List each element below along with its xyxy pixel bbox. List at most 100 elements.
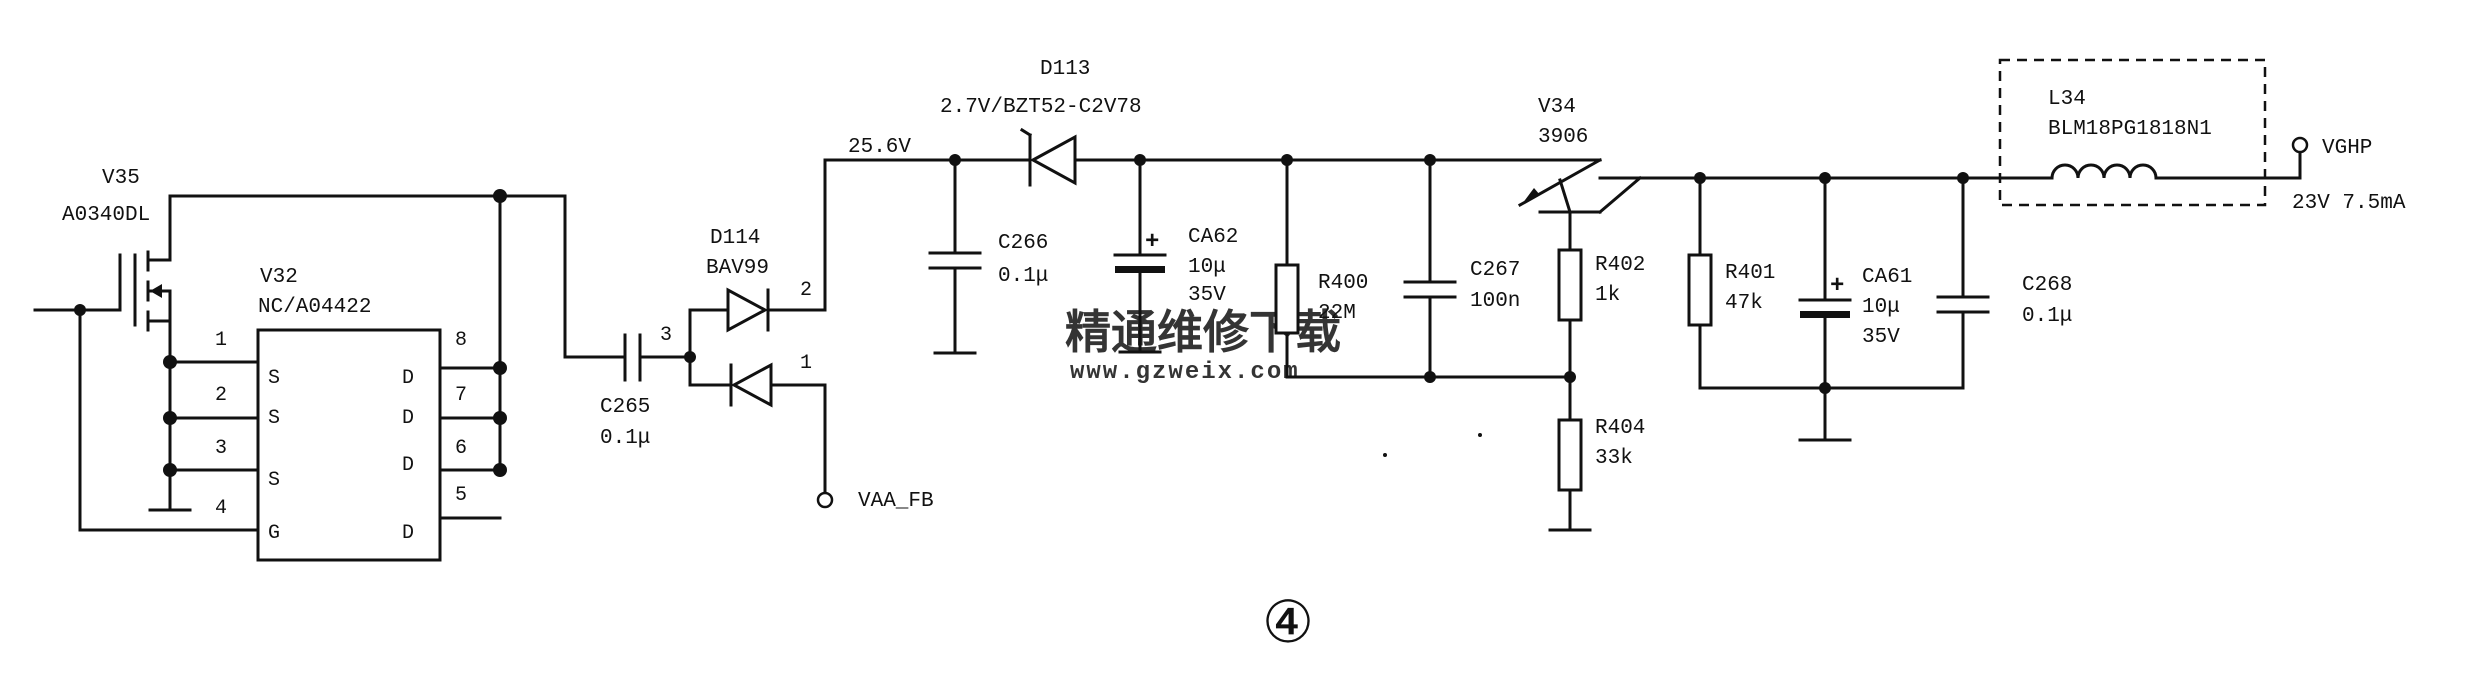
diode-d114: D114 BAV99 2 1 [688, 158, 957, 495]
capacitor-c268: C268 0.1μ [1936, 176, 2072, 390]
zener-triangle [1029, 134, 1077, 186]
base-plate [1558, 178, 1572, 214]
zener-bend [1019, 127, 1033, 138]
d113-part: 2.7V/BZT52-C2V78 [940, 96, 1142, 119]
pin5-num: 5 [455, 484, 467, 507]
v32-part: NC/A04422 [258, 296, 371, 319]
pin3-num: 3 [215, 437, 227, 460]
cap-plate-neg [1800, 311, 1850, 318]
ca61-value: 10μ [1862, 296, 1900, 319]
pin5-name: D [402, 522, 414, 545]
pin1-name: S [268, 367, 280, 390]
zener-d113: D113 2.7V/BZT52-C2V78 [940, 58, 1142, 187]
r404-ref: R404 [1595, 417, 1645, 440]
junction [1564, 371, 1576, 383]
v34-part: 3906 [1538, 126, 1588, 149]
pin3-name: S [268, 469, 280, 492]
diode-triangle [730, 362, 773, 408]
v32-ref: V32 [260, 266, 298, 289]
resistor-r404: R404 33k [1548, 417, 1645, 532]
junction [1819, 382, 1831, 394]
c267-ref: C267 [1470, 259, 1520, 282]
capacitor-c265: C265 0.1μ [600, 333, 692, 450]
node-3-label: 3 [660, 324, 672, 347]
resistor-body [1557, 418, 1583, 492]
r401-ref: R401 [1725, 262, 1775, 285]
pin4-name: G [268, 522, 280, 545]
figure-number: ④ [1262, 588, 1314, 656]
r402-ref: R402 [1595, 254, 1645, 277]
resistor-r400: R400 22M [1274, 158, 1572, 379]
pin4-num: 4 [215, 497, 227, 520]
ca62-value: 10μ [1188, 256, 1226, 279]
pin8-name: D [402, 367, 414, 390]
resistor-r401: R401 47k [1687, 176, 1965, 390]
c268-value: 0.1μ [2022, 305, 2072, 328]
junction [163, 355, 177, 369]
vaa-fb-label: VAA_FB [858, 490, 934, 513]
capacitor-ca61: + CA61 10μ 35V [1798, 176, 1912, 442]
r402-value: 1k [1595, 284, 1620, 307]
ic-body [256, 328, 442, 562]
l34-part: BLM18PG1818N1 [2048, 118, 2212, 141]
resistor-body [1687, 253, 1713, 327]
r400-ref: R400 [1318, 272, 1368, 295]
plus-sign: + [1830, 273, 1844, 300]
ca61-voltage: 35V [1862, 326, 1900, 349]
terminal-vaa-fb [816, 491, 834, 509]
vghp-spec: 23V 7.5mA [2292, 192, 2406, 215]
c266-ref: C266 [998, 232, 1048, 255]
emitter-arrow [1522, 188, 1540, 204]
pin2-num: 2 [215, 384, 227, 407]
watermark: 精通维修下载 www.gzweix.com [1065, 308, 1341, 386]
c265-value: 0.1μ [600, 427, 650, 450]
inductor-coil [2050, 163, 2158, 179]
pin8-num: 8 [455, 329, 467, 352]
resistor-r402: R402 1k [1557, 210, 1645, 422]
l34-ref: L34 [2048, 88, 2086, 111]
d114-pin2: 2 [800, 279, 812, 302]
capacitor-ca62: + CA62 10μ 35V [1113, 158, 1238, 354]
inductor-l34: L34 BLM18PG1818N1 [1998, 58, 2302, 207]
r401-value: 47k [1725, 292, 1763, 315]
transistor-v34: V34 3906 [1517, 96, 1692, 242]
d114-part: BAV99 [706, 257, 769, 280]
pin6-num: 6 [455, 437, 467, 460]
v35-part: A0340DL [62, 204, 150, 227]
v35-ref: V35 [102, 167, 140, 190]
pin7-name: D [402, 407, 414, 430]
body-arrow [150, 284, 162, 298]
capacitor-c267: C267 100n [1403, 158, 1520, 379]
junction [163, 463, 177, 477]
pin1-num: 1 [215, 329, 227, 352]
watermark-cn: 精通维修下载 [1065, 308, 1341, 362]
c267-value: 100n [1470, 290, 1520, 313]
ca61-ref: CA61 [1862, 266, 1912, 289]
r400-value: 22M [1318, 302, 1356, 325]
plus-sign: + [1145, 229, 1159, 256]
pin7-num: 7 [455, 384, 467, 407]
ca62-ref: CA62 [1188, 226, 1238, 249]
net-25-6v-label: 25.6V [848, 136, 911, 159]
c268-ref: C268 [2022, 274, 2072, 297]
watermark-url: www.gzweix.com [1070, 359, 1300, 386]
diode-triangle [726, 287, 769, 333]
d113-ref: D113 [1040, 58, 1090, 81]
junction [163, 411, 177, 425]
d114-pin1: 1 [800, 352, 812, 375]
v34-ref: V34 [1538, 96, 1576, 119]
junction [1424, 371, 1436, 383]
ca62-voltage: 35V [1188, 284, 1226, 307]
speck [1478, 433, 1482, 437]
d114-ref: D114 [710, 227, 760, 250]
resistor-body [1274, 263, 1300, 335]
resistor-body [1557, 248, 1583, 322]
pin6-name: D [402, 454, 414, 477]
capacitor-c266: C266 0.1μ [928, 158, 1048, 355]
mosfet-v35: V35 A0340DL [33, 167, 260, 532]
junction [74, 304, 86, 316]
r404-value: 33k [1595, 447, 1633, 470]
vghp-label: VGHP [2322, 137, 2372, 160]
collector-wire [1597, 175, 1643, 215]
